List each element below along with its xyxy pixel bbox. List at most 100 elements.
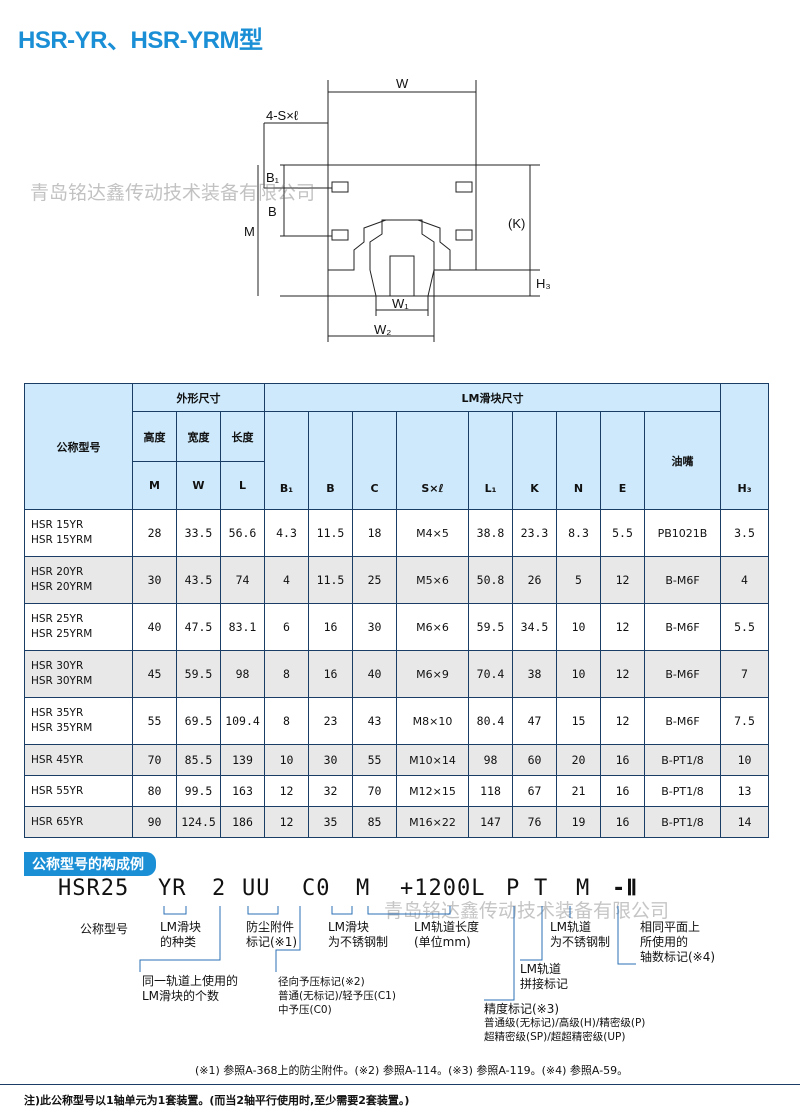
table-cell: 19 — [556, 806, 601, 838]
table-cell: 43.5 — [176, 556, 221, 604]
label-preload: 径向予压标记(※2)普通(无标记)/轻予压(C1)中予压(C0) — [278, 976, 396, 1016]
table-cell: 69.5 — [176, 697, 221, 745]
table-cell: 10 — [556, 650, 601, 698]
table-cell: 56.6 — [220, 509, 265, 557]
table-cell: 30 — [132, 556, 177, 604]
table-cell: M4×5 — [396, 509, 469, 557]
table-cell: 4 — [720, 556, 769, 604]
oil-nipple-header: 油嘴 — [644, 411, 721, 510]
table-cell: 33.5 — [176, 509, 221, 557]
dim-W2-label: W₂ — [374, 322, 391, 337]
table-cell: 11.5 — [308, 509, 353, 557]
h3-column-header: H₃ — [720, 383, 769, 510]
model-code-part: P — [506, 876, 521, 901]
model-code-part: T — [534, 876, 549, 901]
model-code-part: 2 — [212, 876, 227, 901]
table-cell: 21 — [556, 775, 601, 807]
height-header: 高度 — [132, 411, 177, 462]
divider-line — [0, 1084, 800, 1085]
table-cell: B-PT1/8 — [644, 806, 721, 838]
dim-M-label: M — [244, 224, 255, 239]
table-cell: 7 — [720, 650, 769, 698]
col-W: W — [176, 461, 221, 510]
table-cell: 7.5 — [720, 697, 769, 745]
watermark-bottom: 青岛铭达鑫传动技术装备有限公司 — [384, 900, 670, 922]
table-cell: 28 — [132, 509, 177, 557]
col-N: N — [556, 411, 601, 510]
model-header: 公称型号 — [24, 383, 133, 510]
label-seal: 防尘附件标记(※1) — [246, 920, 298, 949]
table-cell: 47.5 — [176, 603, 221, 651]
table-cell: 16 — [308, 650, 353, 698]
table-cell: 76 — [512, 806, 557, 838]
table-cell: 10 — [556, 603, 601, 651]
dim-B-label: B — [268, 204, 277, 219]
table-cell: 59.5 — [176, 650, 221, 698]
dim-W1-label: W₁ — [392, 296, 409, 311]
table-cell: 40 — [132, 603, 177, 651]
dim-K-label: (K) — [508, 216, 525, 231]
table-cell: 67 — [512, 775, 557, 807]
width-header: 宽度 — [176, 411, 221, 462]
table-cell: 163 — [220, 775, 265, 807]
table-cell: 47 — [512, 697, 557, 745]
table-cell: 139 — [220, 744, 265, 776]
col-E: E — [600, 411, 645, 510]
model-cell: HSR 45YR — [24, 744, 133, 776]
model-code-part: +1200L — [400, 876, 486, 901]
col-L1: L₁ — [468, 411, 513, 510]
watermark-top: 青岛铭达鑫传动技术装备有限公司 — [30, 182, 316, 204]
model-code-part: YR — [158, 876, 187, 901]
table-cell: 3.5 — [720, 509, 769, 557]
table-cell: 85.5 — [176, 744, 221, 776]
table-cell: 12 — [600, 556, 645, 604]
table-cell: 38.8 — [468, 509, 513, 557]
label-stainless-block: LM滑块为不锈钢制 — [328, 920, 389, 949]
table-cell: B-M6F — [644, 697, 721, 745]
label-slider-type: LM滑块的种类 — [160, 920, 202, 949]
table-cell: 109.4 — [220, 697, 265, 745]
table-cell: 55 — [352, 744, 397, 776]
table-cell: 4 — [264, 556, 309, 604]
table-cell: 12 — [600, 650, 645, 698]
table-cell: B-M6F — [644, 650, 721, 698]
table-cell: 16 — [600, 775, 645, 807]
model-code-part: M — [576, 876, 591, 901]
col-B: B — [308, 411, 353, 510]
table-cell: 118 — [468, 775, 513, 807]
col-K: K — [512, 411, 557, 510]
col-M: M — [132, 461, 177, 510]
label-stainless-rail: LM轨道为不锈钢制 — [550, 920, 611, 949]
table-cell: B-M6F — [644, 556, 721, 604]
table-cell: 12 — [264, 775, 309, 807]
table-cell: 70.4 — [468, 650, 513, 698]
table-cell: 147 — [468, 806, 513, 838]
table-cell: M16×22 — [396, 806, 469, 838]
table-cell: 12 — [264, 806, 309, 838]
table-cell: 70 — [132, 744, 177, 776]
col-L: L — [220, 461, 265, 510]
table-cell: 12 — [600, 697, 645, 745]
col-B1: B₁ — [264, 411, 309, 510]
model-cell: HSR 65YR — [24, 806, 133, 838]
cross-section-diagram: W 4-S×ℓ B₁ B M (K) H₃ W₁ W₂ — [244, 76, 551, 342]
table-cell: 90 — [132, 806, 177, 838]
table-cell: 18 — [352, 509, 397, 557]
table-cell: 74 — [220, 556, 265, 604]
table-cell: 59.5 — [468, 603, 513, 651]
table-cell: M8×10 — [396, 697, 469, 745]
table-cell: 30 — [308, 744, 353, 776]
table-cell: 5.5 — [600, 509, 645, 557]
dim-H3-label: H₃ — [536, 276, 551, 291]
label-rail-joint: LM轨道拼接标记 — [520, 962, 569, 991]
table-cell: 83.1 — [220, 603, 265, 651]
composition-title: 公称型号的构成例 — [24, 852, 156, 876]
